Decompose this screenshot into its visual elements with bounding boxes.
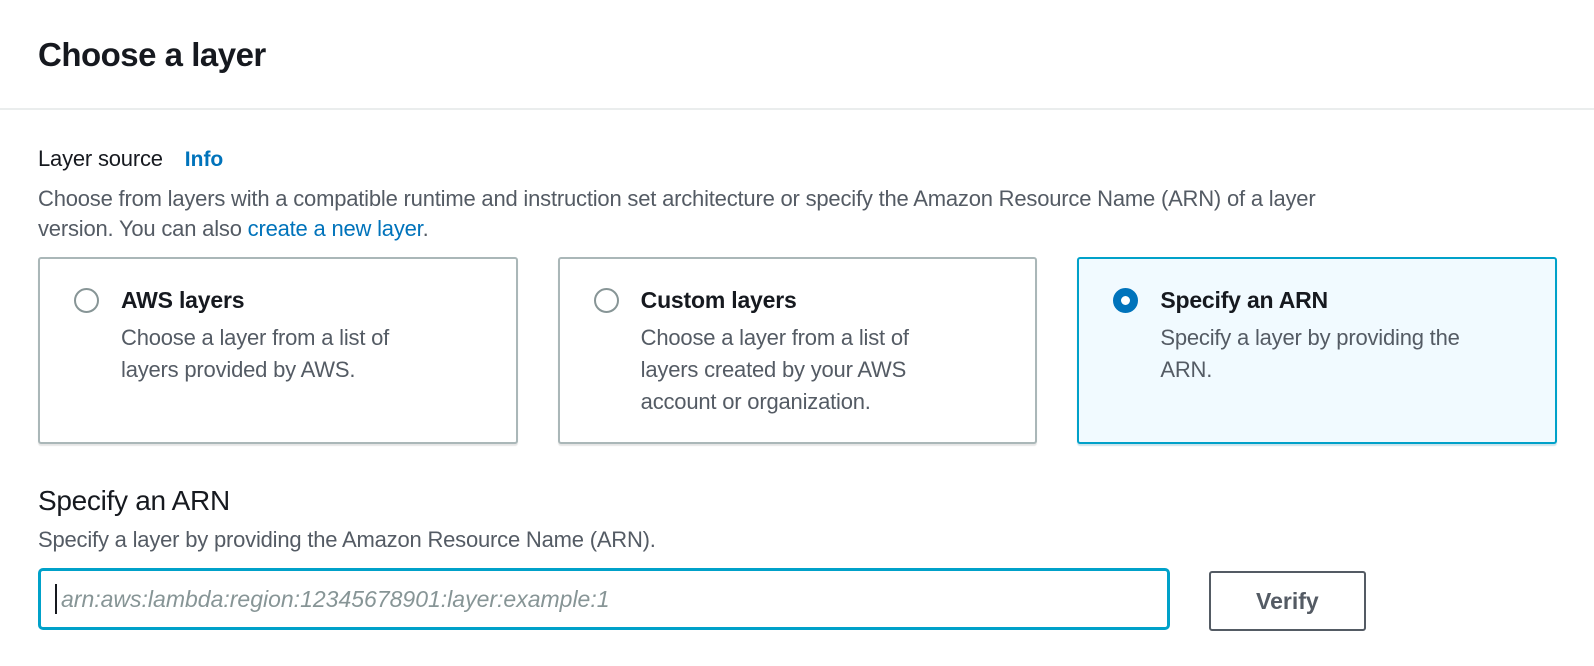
layer-source-description-line1: Choose from layers with a compatible run… <box>38 186 1316 211</box>
arn-input-wrapper <box>38 568 1170 630</box>
option-description: Specify a layer by providing the ARN. <box>1160 325 1460 382</box>
option-card-aws-layers-text: AWS layers Choose a layer from a list of… <box>121 285 441 386</box>
specify-arn-heading: Specify an ARN <box>38 485 230 516</box>
radio-button-custom-layers[interactable] <box>593 288 619 313</box>
page-header: Choose a layer <box>0 0 1594 110</box>
arn-input-row: Verify <box>38 568 1557 631</box>
option-card-specify-arn[interactable]: Specify an ARN Specify a layer by provid… <box>1077 257 1558 444</box>
option-card-custom-layers-text: Custom layers Choose a layer from a list… <box>641 285 961 418</box>
layer-source-label: Layer source <box>38 146 163 171</box>
layer-source-description-line2: version. You can also <box>38 216 248 241</box>
option-description: Choose a layer from a list of layers cre… <box>640 325 909 414</box>
option-card-specify-arn-text: Specify an ARN Specify a layer by provid… <box>1160 285 1480 386</box>
layer-source-description: Choose from layers with a compatible run… <box>38 184 1557 244</box>
info-link[interactable]: Info <box>184 148 224 171</box>
option-card-custom-layers[interactable]: Custom layers Choose a layer from a list… <box>557 257 1038 444</box>
create-new-layer-link[interactable]: create a new layer <box>247 216 423 241</box>
arn-input[interactable] <box>38 568 1170 630</box>
page-title: Choose a layer <box>38 36 266 73</box>
layer-source-description-period: . <box>422 216 429 241</box>
choose-layer-panel: Layer source Info Choose from layers wit… <box>0 110 1594 631</box>
option-title: Custom layers <box>640 287 797 313</box>
specify-arn-description: Specify a layer by providing the Amazon … <box>38 527 656 552</box>
radio-button-aws-layers[interactable] <box>74 288 99 313</box>
layer-source-options: AWS layers Choose a layer from a list of… <box>38 257 1558 444</box>
option-description: Choose a layer from a list of layers pro… <box>121 325 390 382</box>
text-caret <box>55 584 57 614</box>
option-title: AWS layers <box>121 287 245 313</box>
layer-source-label-row: Layer source Info <box>38 146 1557 172</box>
option-title: Specify an ARN <box>1160 287 1328 313</box>
option-card-aws-layers[interactable]: AWS layers Choose a layer from a list of… <box>38 257 518 444</box>
radio-button-specify-arn-selected[interactable] <box>1113 288 1139 313</box>
verify-button[interactable]: Verify <box>1209 571 1366 631</box>
